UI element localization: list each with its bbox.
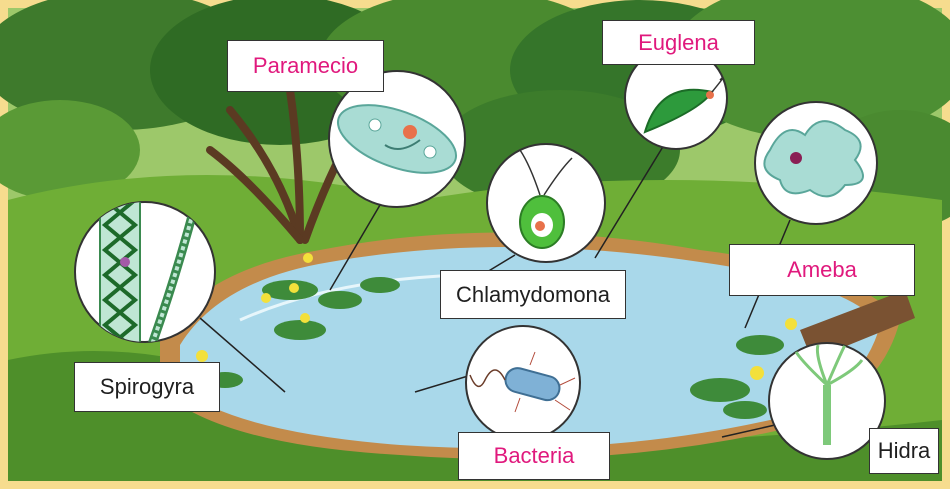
bacteria-circle [466, 326, 580, 440]
hidra-circle [769, 343, 885, 459]
chlamydomona-circle [487, 144, 605, 262]
label-chlamydomona: Chlamydomona [440, 270, 626, 319]
ameba-circle [755, 102, 877, 224]
label-paramecio: Paramecio [227, 40, 384, 92]
label-bacteria: Bacteria [458, 432, 610, 480]
label-ameba: Ameba [729, 244, 915, 296]
label-euglena: Euglena [602, 20, 755, 65]
label-hidra: Hidra [869, 428, 939, 474]
label-spirogyra: Spirogyra [74, 362, 220, 412]
